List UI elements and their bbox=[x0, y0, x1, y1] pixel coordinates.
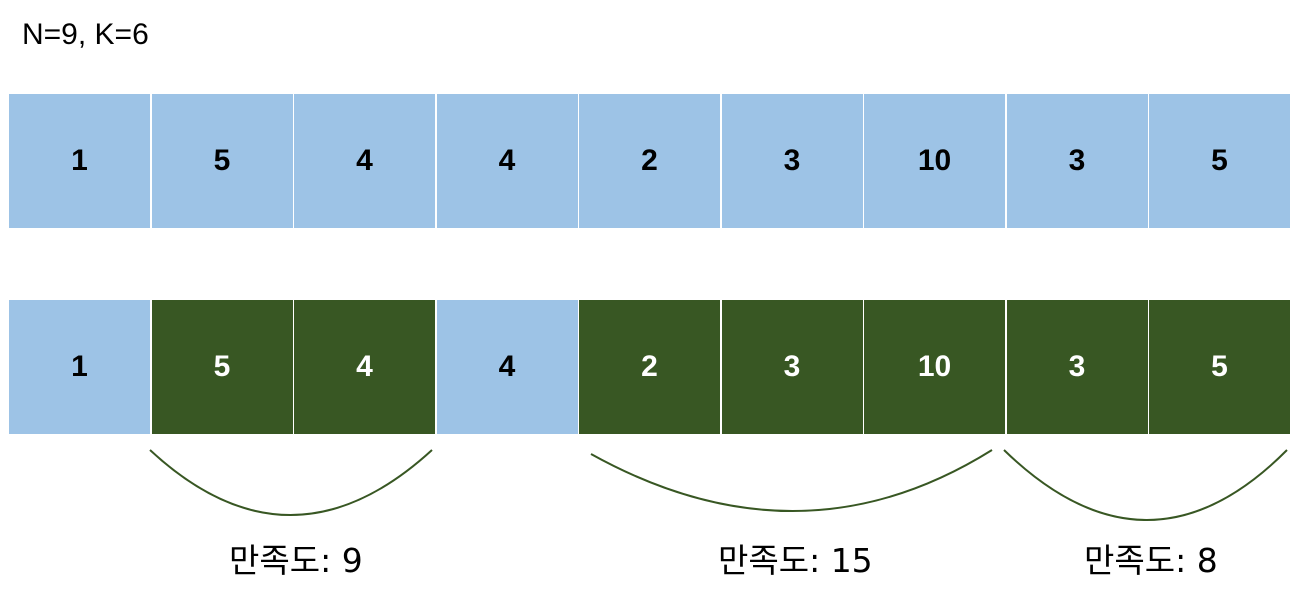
grouped-cell: 5 bbox=[151, 300, 293, 434]
grouped-cell: 3 bbox=[1006, 300, 1148, 434]
array-cell: 5 bbox=[1149, 94, 1290, 228]
grouped-cell: 10 bbox=[864, 300, 1005, 434]
grouped-cell: 1 bbox=[9, 300, 150, 434]
grouped-cell: 4 bbox=[436, 300, 578, 434]
array-cell: 2 bbox=[579, 94, 720, 228]
grouped-cell: 4 bbox=[294, 300, 435, 434]
array-cell: 3 bbox=[1006, 94, 1148, 228]
grouped-cell: 2 bbox=[579, 300, 720, 434]
group-satisfaction-label: 만족도: 15 bbox=[718, 541, 873, 580]
original-array: 1 5 4 4 2 3 10 3 5 bbox=[9, 94, 1290, 228]
grouped-cell: 5 bbox=[1149, 300, 1290, 434]
grouped-cell: 3 bbox=[721, 300, 863, 434]
array-cell: 10 bbox=[864, 94, 1005, 228]
array-cell: 3 bbox=[721, 94, 863, 228]
group-satisfaction-label: 만족도: 8 bbox=[1084, 541, 1218, 580]
array-cell: 1 bbox=[9, 94, 150, 228]
grouped-array: 1 5 4 4 2 3 10 3 5 bbox=[9, 300, 1290, 434]
array-cell: 5 bbox=[151, 94, 293, 228]
array-cell: 4 bbox=[294, 94, 435, 228]
group-satisfaction-label: 만족도: 9 bbox=[229, 541, 363, 580]
group-bracket-2 bbox=[590, 449, 993, 512]
group-bracket-3 bbox=[1003, 449, 1288, 521]
array-cell: 4 bbox=[436, 94, 578, 228]
group-bracket-1 bbox=[149, 449, 433, 516]
problem-parameters: N=9, K=6 bbox=[22, 18, 149, 51]
